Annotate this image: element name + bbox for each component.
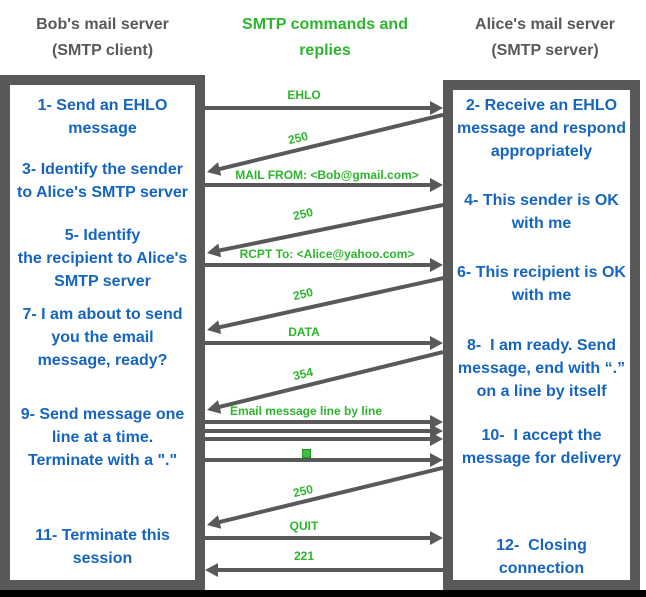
arrow-label-ehlo: EHLO <box>287 88 321 102</box>
arrow-label-250-2: 250 <box>291 204 315 224</box>
server-step-8: 8- I am ready. Send message, end with “.… <box>457 337 626 400</box>
client-step-1: 1- Send an EHLO message <box>37 97 168 137</box>
server-step-6: 6- This recipient is OK with me <box>457 264 626 304</box>
client-box: 1- Send an EHLO message 3- Identify the … <box>0 75 205 590</box>
client-column-header: Bob's mail server (SMTP client) <box>36 16 169 59</box>
arrow-label-221: 221 <box>293 549 315 563</box>
server-step-12: 12- Closing connection <box>496 537 587 577</box>
arrowhead-right-icon <box>430 258 443 272</box>
message-terminator-dot-icon <box>302 449 311 458</box>
client-step-3: 3- Identify the sender to Alice's SMTP s… <box>17 161 188 201</box>
server-column-header: Alice's mail server (SMTP server) <box>475 16 615 59</box>
arrowhead-right-icon <box>430 336 443 350</box>
arrow-reply-221 <box>205 562 443 578</box>
client-step-9: 9- Send message one line at a time. Term… <box>20 406 185 469</box>
center-column-header: SMTP commands and replies <box>242 16 408 59</box>
server-step-2: 2- Receive an EHLO message and respond a… <box>457 97 626 160</box>
arrow-label-data: DATA <box>288 325 320 339</box>
arrowhead-right-icon <box>430 531 443 545</box>
client-step-7: 7- I am about to send you the email mess… <box>22 306 183 369</box>
arrow-ehlo <box>205 100 443 116</box>
arrow-label-mail-from: MAIL FROM: <Bob@gmail.com> <box>235 168 419 182</box>
arrow-label-email-message: Email message line by line <box>229 404 383 418</box>
server-box: 2- Receive an EHLO message and respond a… <box>443 80 640 590</box>
bottom-bar <box>0 590 646 597</box>
arrow-message-line-3 <box>205 431 443 447</box>
arrow-data <box>205 335 443 351</box>
arrowhead-left-icon <box>205 563 218 577</box>
arrow-message-line-4 <box>205 452 443 468</box>
client-step-5: 5- Identify the recipient to Alice's SMT… <box>17 227 188 290</box>
arrow-rcpt-to <box>205 257 443 273</box>
server-step-10: 10- I accept the message for delivery <box>461 427 622 467</box>
arrow-mail-from <box>205 177 443 193</box>
client-step-11: 11- Terminate this session <box>35 527 170 567</box>
arrowhead-right-icon <box>430 101 443 115</box>
arrowhead-right-icon <box>430 453 443 467</box>
arrow-quit <box>205 530 443 546</box>
arrow-label-rcpt-to: RCPT To: <Alice@yahoo.com> <box>239 247 415 261</box>
server-step-4: 4- This sender is OK with me <box>464 192 619 232</box>
arrowhead-right-icon <box>430 178 443 192</box>
arrow-label-quit: QUIT <box>289 519 319 533</box>
arrowhead-right-icon <box>430 432 443 446</box>
